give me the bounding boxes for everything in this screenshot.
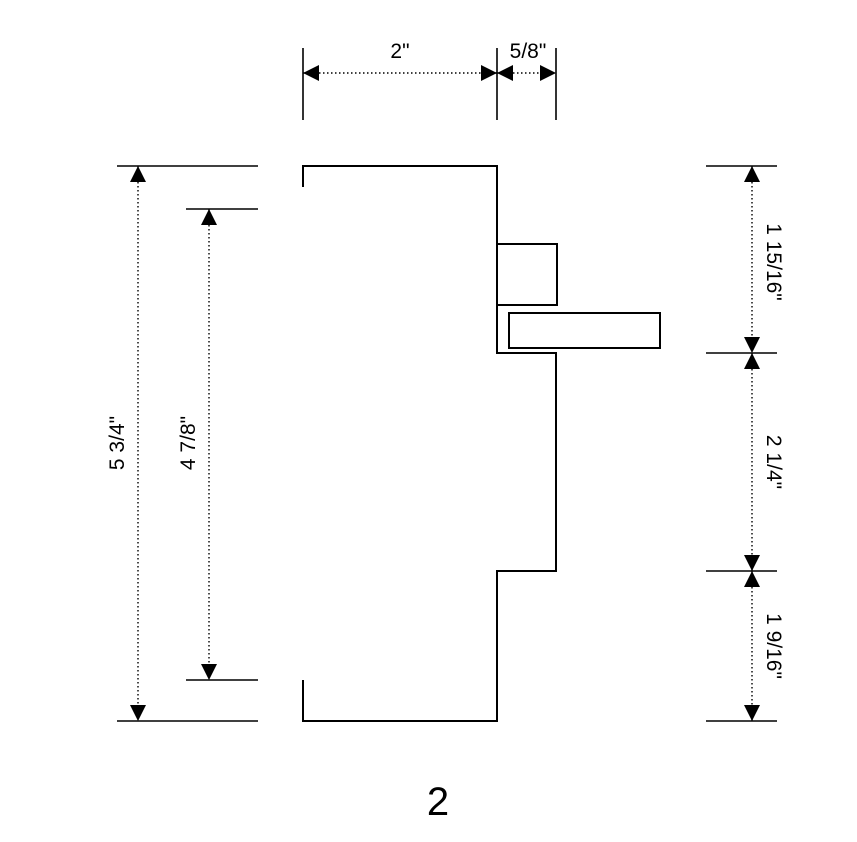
right-lower-label: 1 9/16" — [762, 613, 785, 679]
total-height-label: 5 3/4" — [106, 416, 129, 470]
inner-height-label: 4 7/8" — [177, 416, 200, 470]
right-dimension-group: 1 15/16" 2 1/4" 1 9/16" — [706, 165, 785, 722]
figure-caption: 2 — [427, 780, 449, 824]
device-body-outline — [302, 165, 661, 722]
top-offset-label: 5/8" — [510, 40, 547, 63]
right-middle-label: 2 1/4" — [762, 435, 785, 489]
top-width-label: 2" — [390, 40, 409, 63]
right-upper-label: 1 15/16" — [762, 223, 785, 301]
top-dimension-group: 2" 5/8" — [302, 40, 557, 120]
left-dimension-group: 5 3/4" 4 7/8" — [106, 165, 258, 722]
